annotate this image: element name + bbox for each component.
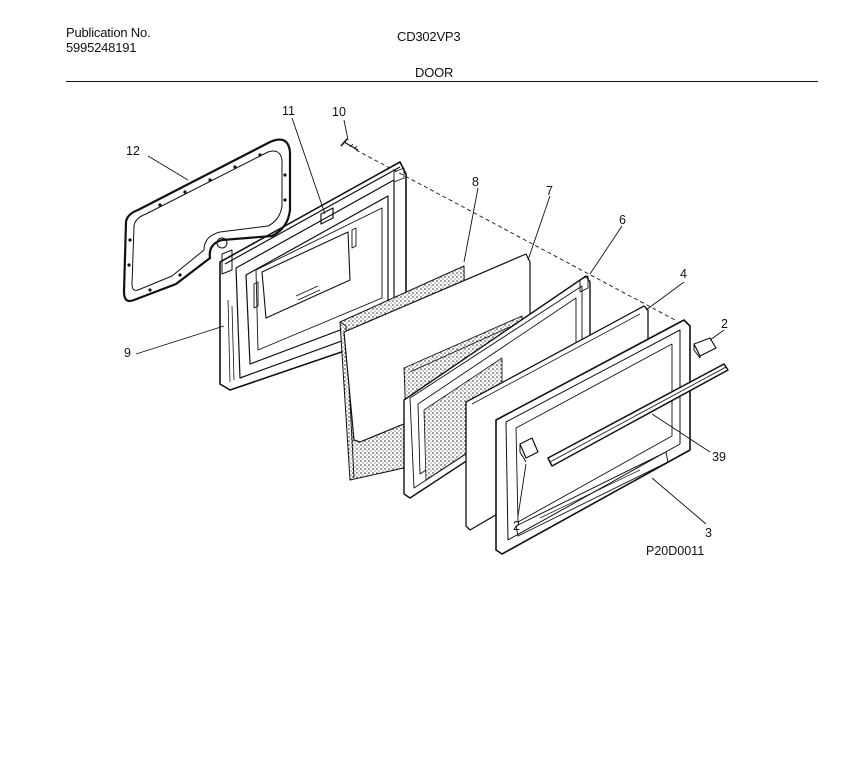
section-title: DOOR — [415, 65, 454, 80]
callout-7: 7 — [546, 184, 553, 198]
callout-4: 4 — [680, 267, 687, 281]
alignment-dashed-line — [355, 149, 676, 321]
callout-labels: 12 11 10 8 7 6 4 2 9 39 2 3 P20D0011 — [124, 104, 728, 558]
publication-number: 5995248191 — [66, 40, 137, 55]
part-10-screw — [340, 138, 359, 151]
callout-6: 6 — [619, 213, 626, 227]
part-12-door-gasket — [122, 138, 292, 303]
callout-3: 3 — [705, 526, 712, 540]
callout-9: 9 — [124, 346, 131, 360]
figure-code: P20D0011 — [646, 544, 704, 558]
model-number: CD302VP3 — [397, 29, 461, 44]
callout-10: 10 — [332, 105, 346, 119]
callout-2-right: 2 — [721, 317, 728, 331]
part-39-handle — [547, 363, 729, 467]
callout-12: 12 — [126, 144, 140, 158]
callout-2-left: 2 — [513, 519, 520, 533]
part-2-end-cap-left — [519, 437, 539, 463]
header-rule — [66, 81, 818, 82]
callout-8: 8 — [472, 175, 479, 189]
publication-label: Publication No. — [66, 25, 151, 40]
callout-11: 11 — [282, 104, 295, 118]
callout-39: 39 — [712, 450, 726, 464]
part-2-end-cap-right — [693, 337, 717, 359]
leader-lines — [135, 117, 725, 525]
